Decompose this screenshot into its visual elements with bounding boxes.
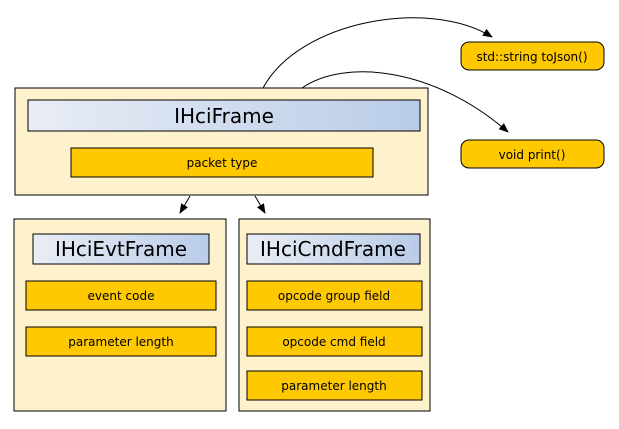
edge-frame-to-cmdframe — [254, 195, 266, 214]
class-node-ihciframe: IHciFrame packet type — [14, 87, 429, 196]
ihciframe-field-packet-type-label: packet type — [187, 156, 258, 170]
tojson-label: std::string toJson() — [476, 50, 587, 64]
method-node-print: void print() — [460, 139, 605, 169]
ihciframe-field-packet-type — [70, 147, 374, 178]
ihcicmdframe-title: IHciCmdFrame — [260, 237, 406, 261]
ihcievtframe-field-event-code — [25, 280, 217, 311]
tojson-box — [460, 41, 605, 71]
ihcicmdframe-field-opcode-group — [246, 280, 423, 311]
ihcicmdframe-field-opcode-cmd — [246, 326, 423, 357]
print-label: void print() — [499, 148, 566, 162]
ihcievtframe-field-parameter-length — [25, 326, 217, 357]
ihcicmdframe-field-parameter-length — [246, 370, 423, 401]
print-box — [460, 139, 605, 169]
ihcievtframe-field-parameter-length-label: parameter length — [68, 335, 173, 349]
method-node-tojson: std::string toJson() — [460, 41, 605, 71]
ihcicmdframe-field-parameter-length-label: parameter length — [281, 379, 386, 393]
ihcievtframe-header — [32, 233, 210, 265]
edge-frame-to-evtframe — [179, 195, 191, 214]
ihcicmdframe-header — [246, 233, 421, 265]
ihciframe-header — [27, 99, 421, 132]
class-node-ihcievtframe: IHciEvtFrame event code parameter length — [13, 218, 227, 412]
edge-frame-to-tojson — [262, 17, 493, 89]
ihcicmdframe-field-opcode-group-label: opcode group field — [278, 289, 390, 303]
edge-frame-to-print — [301, 71, 509, 133]
ihcievtframe-title: IHciEvtFrame — [55, 237, 187, 261]
ihcicmdframe-field-opcode-cmd-label: opcode cmd field — [282, 335, 385, 349]
class-node-ihcicmdframe: IHciCmdFrame opcode group field opcode c… — [238, 218, 431, 412]
ihciframe-title: IHciFrame — [174, 104, 274, 128]
ihcievtframe-field-event-code-label: event code — [88, 289, 155, 303]
